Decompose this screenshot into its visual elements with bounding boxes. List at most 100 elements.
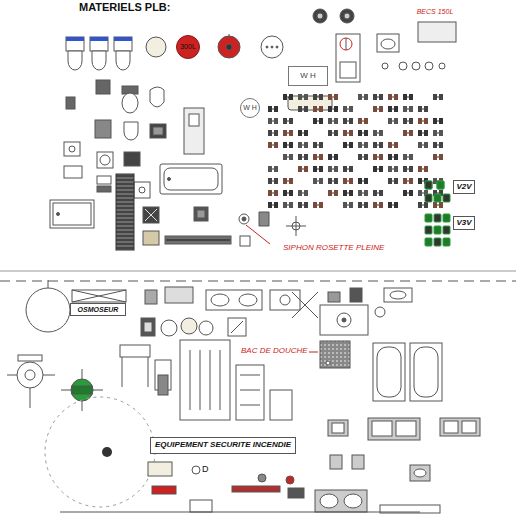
bathtub (414, 347, 438, 397)
fire-equipment (192, 466, 200, 474)
pipe-fitting (379, 142, 383, 148)
pipe-fitting (313, 202, 323, 208)
pipe-fitting (377, 145, 379, 146)
pipe-fitting (289, 94, 293, 100)
pipe-fitting (373, 142, 377, 148)
pipe-fitting (319, 118, 323, 124)
pipe-fitting (364, 142, 368, 148)
pipe-fitting (298, 166, 302, 172)
sanitary-fixture (50, 80, 250, 246)
pipe-fitting (379, 94, 383, 100)
pipe-fitting (392, 109, 394, 110)
pipe-fitting (298, 94, 302, 100)
osmosis-unit (384, 288, 412, 302)
divider-band (0, 281, 516, 282)
pipe-fitting (334, 178, 338, 184)
pipe-fitting (388, 94, 398, 100)
osmosis-unit (337, 313, 351, 327)
pipe-fitting (403, 178, 413, 184)
sink-symbol (414, 469, 426, 477)
pipe-fitting (409, 130, 413, 136)
sanitary-fixture (53, 203, 91, 225)
pipe-fitting (379, 130, 383, 136)
sanitary-fixture (69, 146, 75, 152)
fire-equipment (258, 474, 266, 482)
pipe-fitting (407, 157, 409, 158)
pipe-fitting (272, 181, 274, 182)
pipe-fitting (394, 118, 398, 124)
sanitary-fixture (100, 155, 110, 165)
node-text: V2V (456, 183, 471, 192)
pump-unit (346, 38, 347, 50)
pipe-fitting (268, 178, 278, 184)
callout-label: SIPHON ROSETTE PLEINE (282, 244, 385, 253)
osmosis-unit (26, 280, 412, 336)
osmosis-unit (320, 305, 368, 335)
pipe-fitting (343, 190, 347, 196)
pipe-fitting (433, 202, 437, 208)
pipe-fitting (274, 130, 278, 136)
equipment-symbol (141, 318, 155, 336)
pipe-fitting (317, 181, 319, 182)
pipe-fitting (388, 166, 392, 172)
pipe-fitting (362, 193, 364, 194)
pipe-fitting (388, 118, 392, 124)
tank-symbol (229, 34, 230, 38)
pipe-fitting (388, 166, 398, 172)
sink-symbol (315, 490, 367, 512)
pipe-fitting (358, 118, 362, 124)
valve-box: V2V (453, 180, 475, 194)
radiator (166, 237, 230, 243)
pipe-fitting (403, 190, 407, 196)
pipe-fitting (424, 130, 428, 136)
pipe-fitting (334, 118, 338, 124)
osmosis-unit (26, 288, 70, 332)
pipe-fitting (302, 97, 304, 98)
equipment-symbol (181, 318, 197, 334)
pipe-fitting (289, 154, 293, 160)
shower-tray (320, 341, 350, 368)
pipe-fitting (437, 157, 439, 158)
pipe-fitting (349, 118, 353, 124)
pipe-fitting (364, 94, 368, 100)
wc-cistern (68, 51, 82, 70)
osmosis-unit (390, 291, 406, 299)
pipe-fitting (388, 106, 398, 112)
pipe-fitting (304, 202, 308, 208)
pipe-fitting (283, 154, 293, 160)
pipe-fitting (313, 166, 317, 172)
pipe-fitting (409, 178, 413, 184)
pipe-fitting (287, 205, 289, 206)
pipe-fitting (433, 118, 443, 124)
pipe-fitting (332, 97, 334, 98)
pipe-fitting (304, 94, 308, 100)
equipment-symbol (236, 365, 264, 420)
wc-cistern (92, 51, 106, 70)
sanitary-fixture (189, 114, 199, 126)
valve-symbol (437, 181, 444, 189)
sink-symbol (352, 455, 364, 469)
sheet-title: MATERIELS PLB: (78, 1, 171, 13)
pipe-fitting (418, 142, 422, 148)
pipe-fitting (403, 94, 413, 100)
sink-symbol (412, 62, 420, 70)
pipe-fitting (328, 106, 332, 112)
pipe-fitting (388, 154, 398, 160)
pipe-fitting (343, 178, 353, 184)
pipe-fitting (332, 109, 334, 110)
equipment-symbol (45, 397, 155, 507)
sink-symbol (382, 63, 388, 69)
pipe-fitting (298, 130, 302, 136)
pipe-fitting (394, 154, 398, 160)
pipe-fitting (328, 118, 338, 124)
pipe-fitting (313, 202, 317, 208)
bathtub (410, 343, 442, 401)
pipe-fitting (418, 166, 422, 172)
sanitary-fixture (168, 178, 171, 181)
pipe-fitting (403, 154, 407, 160)
pipe-fitting (328, 190, 332, 196)
pipe-fitting (437, 121, 439, 122)
pipe-fitting (394, 106, 398, 112)
bathtub (373, 343, 405, 401)
tank-symbol (276, 46, 278, 48)
